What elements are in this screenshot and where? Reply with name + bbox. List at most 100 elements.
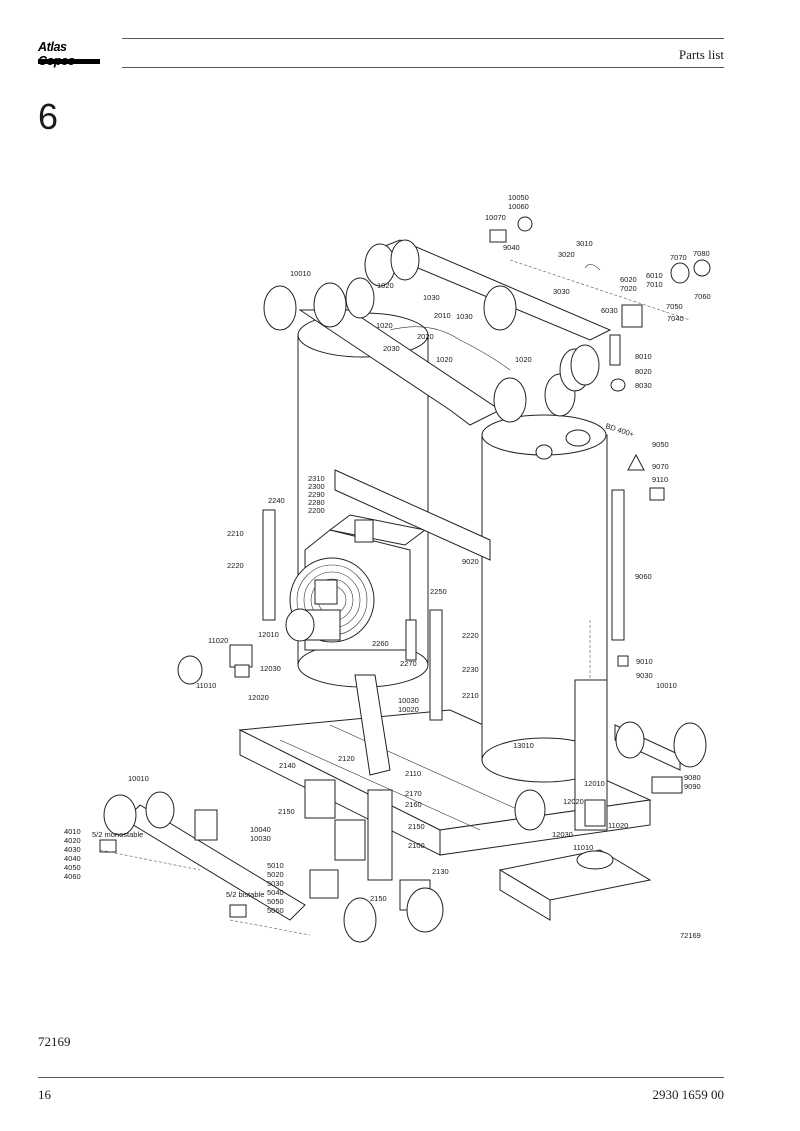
callout-7070: 7070 <box>670 253 687 262</box>
callout-3030: 3030 <box>553 287 570 296</box>
callout-10050: 10050 <box>508 193 529 202</box>
callout-9030: 9030 <box>636 671 653 680</box>
callout-10060: 10060 <box>508 202 529 211</box>
callout-10040: 10040 <box>250 825 271 834</box>
callout-4040: 4040 <box>64 854 81 863</box>
callout-13010: 13010 <box>513 741 534 750</box>
callout-4030: 4030 <box>64 845 81 854</box>
callout-2030: 2030 <box>383 344 400 353</box>
callout-2170: 2170 <box>405 789 422 798</box>
callout-2160: 2160 <box>405 800 422 809</box>
callout-4010: 4010 <box>64 827 81 836</box>
callout-2260: 2260 <box>372 639 389 648</box>
lower-left-valve-assembly <box>99 791 377 943</box>
callout-10070: 10070 <box>485 213 506 222</box>
callout-7020: 7020 <box>620 284 637 293</box>
callout-4060: 4060 <box>64 872 81 881</box>
callout-12030-left: 12030 <box>260 664 281 673</box>
callout-5030: 5030 <box>267 879 284 888</box>
callout-2220-b: 2220 <box>462 631 479 640</box>
callout-12010-left: 12010 <box>258 630 279 639</box>
callout-1020-a: 1020 <box>377 281 394 290</box>
callout-10010-top: 10010 <box>290 269 311 278</box>
callout-2210-a: 2210 <box>227 529 244 538</box>
callout-9090: 9090 <box>684 782 701 791</box>
callout-9040: 9040 <box>503 243 520 252</box>
callout-7060: 7060 <box>694 292 711 301</box>
callout-5020: 5020 <box>267 870 284 879</box>
center-valve-assembly <box>304 779 444 933</box>
callout-1030-b: 1030 <box>456 312 473 321</box>
callout-12030-right: 12030 <box>552 830 573 839</box>
left-silencer-solenoid <box>177 644 253 685</box>
callout-2200: 2200 <box>308 506 325 515</box>
callout-1020-c: 1020 <box>436 355 453 364</box>
callout-10010-right: 10010 <box>656 681 677 690</box>
callout-2300: 2300 <box>308 482 325 491</box>
flexible-hose <box>354 674 391 776</box>
callout-11020-right: 11020 <box>608 821 628 830</box>
callout-10010-left: 10010 <box>128 774 149 783</box>
callout-4020: 4020 <box>64 836 81 845</box>
callout-2250: 2250 <box>430 587 447 596</box>
callout-7050: 7050 <box>666 302 683 311</box>
callout-5060: 5060 <box>267 906 284 915</box>
callout-5040: 5040 <box>267 888 284 897</box>
atlas-copco-logo: Atlas Copco <box>38 38 100 68</box>
brackets <box>262 469 491 721</box>
callout-2270: 2270 <box>400 659 417 668</box>
callout-9020: 9020 <box>462 557 479 566</box>
callout-12020-left: 12020 <box>248 693 269 702</box>
callout-2240: 2240 <box>268 496 285 505</box>
callout-5050: 5050 <box>267 897 284 906</box>
section-number: 6 <box>38 96 59 137</box>
callout-9080: 9080 <box>684 773 701 782</box>
exploded-parts-drawing: 10050 10060 10070 9040 3010 3020 3030 70… <box>64 193 711 943</box>
callout-9070: 9070 <box>652 462 669 471</box>
callout-2120: 2120 <box>338 754 355 763</box>
document-number: 2930 1659 00 <box>652 1087 725 1102</box>
callout-6020: 6020 <box>620 275 637 284</box>
callout-2130: 2130 <box>432 867 449 876</box>
callout-2110: 2110 <box>405 769 421 778</box>
top-piping <box>263 239 612 426</box>
callout-11010-right: 11010 <box>573 843 593 852</box>
logo-bar <box>38 59 100 64</box>
callout-1020-b: 1020 <box>376 321 393 330</box>
callout-5-2-monostable: 5/2 monostable <box>92 830 143 839</box>
callout-2280: 2280 <box>308 498 325 507</box>
callout-2230: 2230 <box>462 665 479 674</box>
figure-caption: 72169 <box>38 1034 71 1049</box>
callout-8030: 8030 <box>635 381 652 390</box>
callout-2150-c: 2150 <box>370 894 387 903</box>
callout-10020: 10020 <box>398 705 419 714</box>
callout-5-2-bistable: 5/2 bistable <box>226 890 264 899</box>
callout-2100: 2100 <box>408 841 425 850</box>
right-parts-column <box>489 216 711 794</box>
callout-11020-left: 11020 <box>208 636 228 645</box>
callout-bd-400: BD 400+ <box>604 421 635 439</box>
callout-12020-right: 12020 <box>563 797 584 806</box>
callout-3020: 3020 <box>558 250 575 259</box>
callout-2290: 2290 <box>308 490 325 499</box>
callout-2150-b: 2150 <box>408 822 425 831</box>
callout-1030-a: 1030 <box>423 293 440 302</box>
callout-3010: 3010 <box>576 239 593 248</box>
callout-2020: 2020 <box>417 332 434 341</box>
footer-rule <box>38 1077 724 1078</box>
callout-2210-b: 2210 <box>462 691 479 700</box>
cooler-fan-assembly <box>285 514 427 651</box>
callout-7040: 7040 <box>667 314 684 323</box>
callout-7080: 7080 <box>693 249 710 258</box>
callout-1020-d: 1020 <box>515 355 532 364</box>
callout-9010: 9010 <box>636 657 653 666</box>
callout-2310: 2310 <box>308 474 325 483</box>
callout-2220-a: 2220 <box>227 561 244 570</box>
callout-2010: 2010 <box>434 311 451 320</box>
callout-9050: 9050 <box>652 440 669 449</box>
callout-2140: 2140 <box>279 761 296 770</box>
right-valve-assembly <box>514 679 707 870</box>
header-title: Parts list <box>678 47 724 62</box>
leader-lines <box>99 259 691 936</box>
callout-11010-left: 11010 <box>196 681 216 690</box>
